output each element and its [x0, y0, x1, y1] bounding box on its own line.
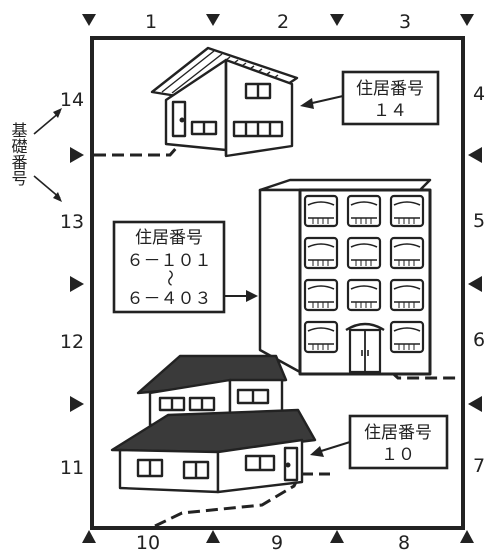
block-number-10: 10: [136, 532, 160, 550]
callout-apartment-range-sep: ～: [159, 270, 179, 287]
arrow-left-2: [70, 276, 84, 292]
arrow-bottom-1: [82, 530, 96, 543]
arrow-top-2: [206, 14, 220, 26]
side-label-arrow-down: [33, 175, 61, 199]
callout-house-bottom-arrowhead: [310, 446, 324, 457]
block-number-7: 7: [473, 455, 485, 477]
block-number-2: 2: [277, 11, 289, 33]
block-number-11: 11: [60, 457, 84, 479]
side-label-arrowhead-up: [53, 108, 62, 118]
arrow-bottom-4: [460, 530, 474, 543]
block-boundary: [90, 36, 465, 530]
apartment-building: [258, 178, 432, 376]
arrow-top-1: [82, 14, 96, 26]
arrow-right-1: [468, 147, 482, 163]
arrow-right-2: [468, 276, 482, 292]
callout-house-top-arrow: [307, 95, 344, 105]
block-number-5: 5: [473, 210, 485, 232]
callout-house-bottom-number: １０: [381, 445, 415, 465]
callout-apartment-range-start: ６－１０１: [127, 251, 212, 271]
callout-apartment-title: 住居番号: [135, 228, 203, 248]
callout-house-top: 住居番号 １４: [300, 70, 440, 126]
arrow-top-3: [330, 14, 344, 26]
callout-house-bottom-arrow: [317, 441, 351, 453]
block-number-3: 3: [399, 11, 411, 33]
block-number-6: 6: [473, 329, 485, 351]
callout-apartment: 住居番号 ６－１０１ ～ ６－４０３: [112, 220, 258, 314]
side-label-kiso-bango: 基礎番号: [9, 122, 28, 187]
callout-house-bottom: 住居番号 １０: [310, 414, 449, 470]
callout-house-top-number: １４: [373, 101, 407, 121]
side-label-arrow-up: [33, 111, 61, 135]
access-path-house-top: [94, 145, 180, 157]
arrow-bottom-2: [206, 530, 220, 543]
callout-apartment-range-end: ６－４０３: [127, 289, 212, 309]
block-number-4: 4: [473, 83, 485, 105]
arrow-bottom-3: [330, 530, 344, 543]
callout-apartment-arrowhead: [246, 290, 258, 302]
boundary-arrows: [70, 14, 482, 543]
arrow-left-3: [70, 396, 84, 412]
block-number-1: 1: [145, 11, 157, 33]
house-top: [150, 46, 299, 158]
block-number-12: 12: [60, 331, 84, 353]
access-path-house-bottom: [154, 472, 330, 528]
arrow-top-4: [460, 14, 474, 26]
block-number-8: 8: [398, 532, 410, 550]
callout-house-bottom-title: 住居番号: [364, 423, 432, 443]
block-number-13: 13: [60, 211, 84, 233]
arrow-left-1: [70, 147, 84, 163]
side-label-arrowhead-down: [53, 192, 62, 202]
house-bottom: [110, 354, 317, 494]
block-number-9: 9: [271, 532, 283, 550]
callout-house-top-arrowhead: [300, 98, 314, 109]
arrow-right-3: [468, 396, 482, 412]
callout-house-top-title: 住居番号: [356, 79, 424, 99]
block-number-14: 14: [60, 89, 84, 111]
